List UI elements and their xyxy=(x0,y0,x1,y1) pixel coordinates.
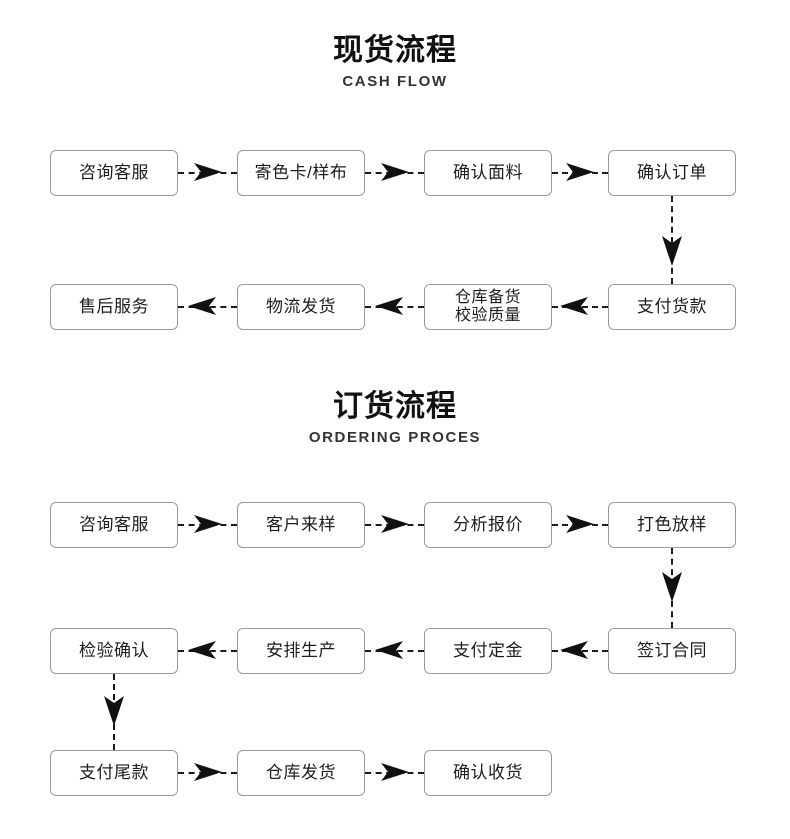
connector-line-vertical xyxy=(671,196,675,284)
arrow-right-icon xyxy=(379,761,411,783)
flow-box[interactable]: 咨询客服 xyxy=(50,150,178,196)
arrow-right-icon xyxy=(192,161,224,183)
flow-box[interactable]: 检验确认 xyxy=(50,628,178,674)
flow-box[interactable]: 寄色卡/样布 xyxy=(237,150,365,196)
flow-box[interactable]: 支付定金 xyxy=(424,628,552,674)
arrow-left-icon xyxy=(558,639,590,661)
arrow-down-icon xyxy=(660,234,684,268)
arrow-left-icon xyxy=(186,639,218,661)
flow-box[interactable]: 分析报价 xyxy=(424,502,552,548)
arrow-left-icon xyxy=(373,639,405,661)
arrow-down-icon xyxy=(102,694,126,728)
section-title-en: CASH FLOW xyxy=(342,73,448,90)
arrow-left-icon xyxy=(373,295,405,317)
arrow-right-icon xyxy=(192,513,224,535)
arrow-left-icon xyxy=(558,295,590,317)
flow-box[interactable]: 仓库备货 校验质量 xyxy=(424,284,552,330)
flow-box[interactable]: 签订合同 xyxy=(608,628,736,674)
flow-box[interactable]: 支付货款 xyxy=(608,284,736,330)
flow-box[interactable]: 打色放样 xyxy=(608,502,736,548)
section-title-en: ORDERING PROCES xyxy=(308,429,482,446)
section-title-ordering-process: 订货流程 ORDERING PROCES xyxy=(0,390,790,447)
arrow-right-icon xyxy=(379,161,411,183)
arrow-right-icon xyxy=(192,761,224,783)
flow-box[interactable]: 确认面料 xyxy=(424,150,552,196)
arrow-right-icon xyxy=(564,513,596,535)
section-title-cash-flow: 现货流程 CASH FLOW xyxy=(0,34,790,91)
flow-box[interactable]: 确认订单 xyxy=(608,150,736,196)
arrow-right-icon xyxy=(379,513,411,535)
arrow-right-icon xyxy=(564,161,596,183)
flow-box[interactable]: 仓库发货 xyxy=(237,750,365,796)
flow-box[interactable]: 安排生产 xyxy=(237,628,365,674)
section-title-cn: 订货流程 xyxy=(333,390,457,423)
flow-box[interactable]: 物流发货 xyxy=(237,284,365,330)
flow-box[interactable]: 咨询客服 xyxy=(50,502,178,548)
arrow-down-icon xyxy=(660,570,684,604)
flow-box[interactable]: 确认收货 xyxy=(424,750,552,796)
flow-box[interactable]: 售后服务 xyxy=(50,284,178,330)
flow-box[interactable]: 客户来样 xyxy=(237,502,365,548)
arrow-left-icon xyxy=(186,295,218,317)
section-title-cn: 现货流程 xyxy=(333,34,457,67)
flow-box[interactable]: 支付尾款 xyxy=(50,750,178,796)
